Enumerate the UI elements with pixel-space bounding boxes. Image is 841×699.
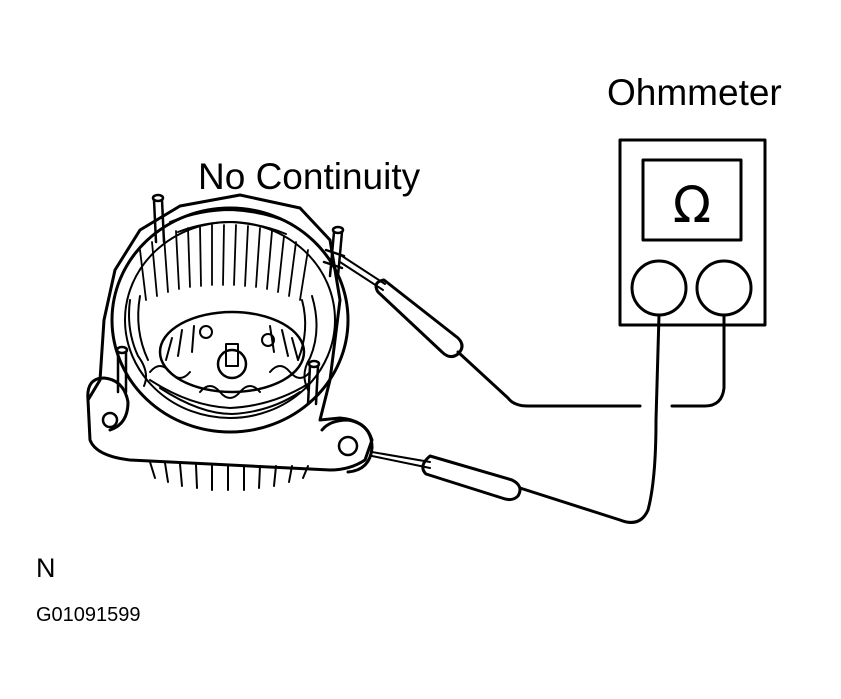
ohmmeter: Ω <box>618 138 767 327</box>
ohm-symbol: Ω <box>673 176 711 234</box>
alternator-stator <box>86 193 374 491</box>
figure-code-label: G01091599 <box>36 604 141 626</box>
stator-inner-ring <box>124 221 336 419</box>
base-fins <box>149 461 309 491</box>
ohmmeter-body <box>618 138 767 327</box>
lower-lead-wire <box>518 313 661 524</box>
stator-laminations <box>139 224 309 301</box>
ohmmeter-label: Ohmmeter <box>607 72 782 113</box>
test-leads <box>339 255 726 524</box>
ohmmeter-jack-right <box>695 259 753 317</box>
rectifier-post-right <box>261 333 275 347</box>
ohmmeter-display <box>641 158 743 242</box>
terminal-studs <box>115 193 346 406</box>
upper-lead-wire-jack <box>670 313 726 408</box>
stator-outer-ring <box>110 206 350 434</box>
ohmmeter-jack-left <box>630 259 688 317</box>
center-terminal <box>225 343 239 367</box>
mounting-ear-right <box>320 418 374 474</box>
rectifier-tabs <box>165 325 299 361</box>
rectifier-post-left <box>199 325 213 339</box>
test-result-label: No Continuity <box>198 156 421 197</box>
center-hub <box>216 348 248 380</box>
upper-probe <box>339 255 464 359</box>
frame-outline <box>86 193 374 472</box>
mounting-hole-right <box>337 435 359 457</box>
orientation-label: N <box>36 553 56 583</box>
rectifier-plate <box>158 310 306 394</box>
mounting-hole-left <box>101 411 119 429</box>
upper-lead-wire <box>456 350 642 408</box>
lower-probe <box>371 451 522 502</box>
mounting-ear-left <box>86 376 130 432</box>
